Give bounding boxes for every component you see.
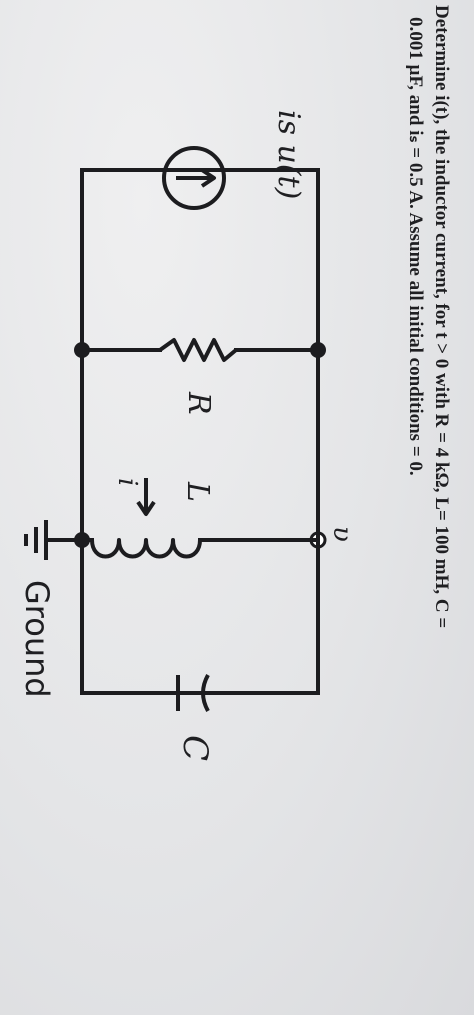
source-arrow-head <box>200 168 216 188</box>
current-label: i <box>112 478 142 486</box>
resistor-label: R <box>181 391 216 415</box>
source-label: is u(t) <box>271 110 306 199</box>
capacitor-label: C <box>175 735 215 761</box>
current-arrow-head <box>136 500 156 516</box>
resistor-zigzag <box>158 338 238 362</box>
ground-label: Ground <box>18 580 56 698</box>
inductor-coil <box>90 538 202 559</box>
inductor-label: L <box>180 481 215 502</box>
current-source <box>162 146 226 210</box>
node-v-label: υ <box>327 526 357 542</box>
